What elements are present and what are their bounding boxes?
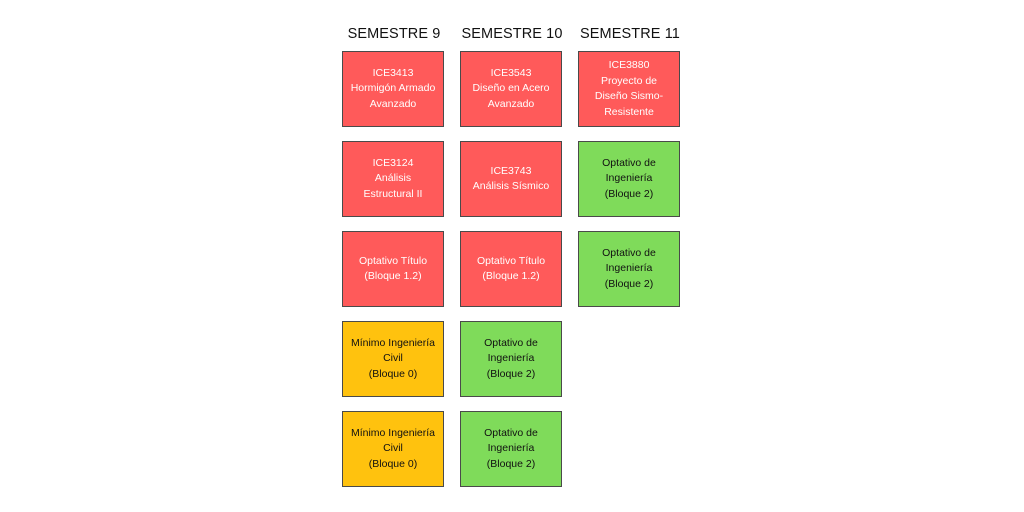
course-card[interactable]: ICE3880 Proyecto de Diseño Sismo- Resist…: [578, 51, 680, 127]
course-card[interactable]: ICE3124 Análisis Estructural II: [342, 141, 444, 217]
semester-9-header: SEMESTRE 9: [347, 26, 441, 42]
course-card[interactable]: Optativo de Ingeniería (Bloque 2): [578, 231, 680, 307]
course-card[interactable]: Optativo de Ingeniería (Bloque 2): [460, 321, 562, 397]
course-card[interactable]: ICE3543 Diseño en Acero Avanzado: [460, 51, 562, 127]
semester-11-header: SEMESTRE 11: [580, 26, 680, 42]
course-card[interactable]: Mínimo Ingeniería Civil (Bloque 0): [342, 321, 444, 397]
course-card[interactable]: ICE3743 Análisis Sísmico: [460, 141, 562, 217]
course-card[interactable]: ICE3413 Hormigón Armado Avanzado: [342, 51, 444, 127]
course-card[interactable]: Optativo de Ingeniería (Bloque 2): [460, 411, 562, 487]
course-card[interactable]: Optativo Título (Bloque 1.2): [460, 231, 562, 307]
course-card[interactable]: Optativo Título (Bloque 1.2): [342, 231, 444, 307]
course-card[interactable]: Mínimo Ingeniería Civil (Bloque 0): [342, 411, 444, 487]
semester-10-header: SEMESTRE 10: [461, 26, 563, 42]
course-card[interactable]: Optativo de Ingeniería (Bloque 2): [578, 141, 680, 217]
